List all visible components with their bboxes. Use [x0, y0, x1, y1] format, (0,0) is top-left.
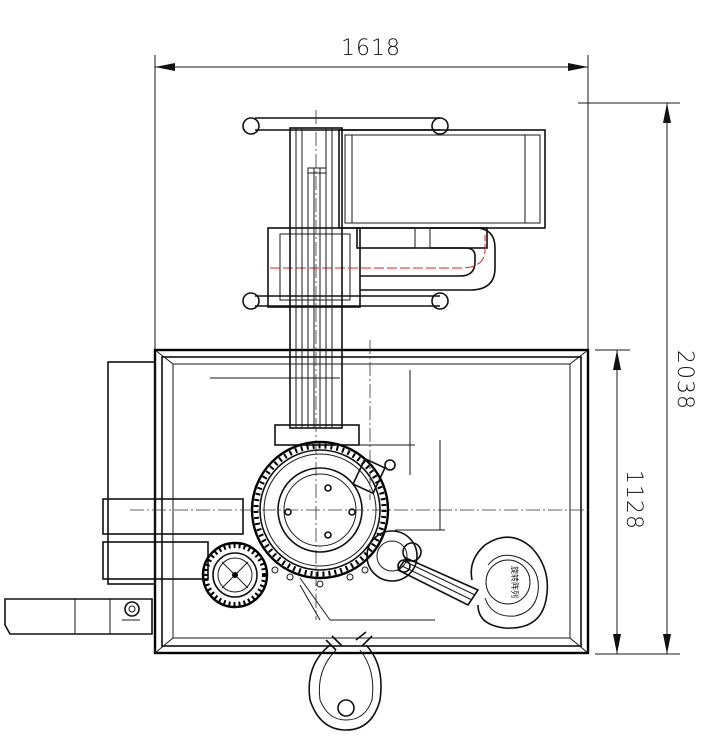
dimension-height: 2038	[578, 102, 697, 655]
left-side-box	[102, 361, 244, 585]
upper-motor-assembly	[242, 117, 546, 310]
leader-lines	[210, 340, 445, 621]
left-bracket-arm	[4, 598, 153, 635]
dimension-inner-height: 1128	[595, 349, 646, 654]
dimension-height-label: 2038	[672, 350, 697, 410]
spiral-blower: 旋转阵列	[470, 536, 549, 629]
inclined-link	[396, 556, 480, 607]
left-gear-wheel	[201, 541, 269, 609]
housing-frame	[153, 348, 590, 655]
dimension-width: 1618	[154, 36, 589, 350]
dimension-inner-height-label: 1128	[621, 470, 646, 530]
main-rotary-wheel	[130, 424, 590, 588]
bottom-cable	[308, 631, 382, 731]
dimension-width-label: 1618	[341, 36, 401, 61]
part-note-label: 旋转阵列	[510, 566, 520, 598]
